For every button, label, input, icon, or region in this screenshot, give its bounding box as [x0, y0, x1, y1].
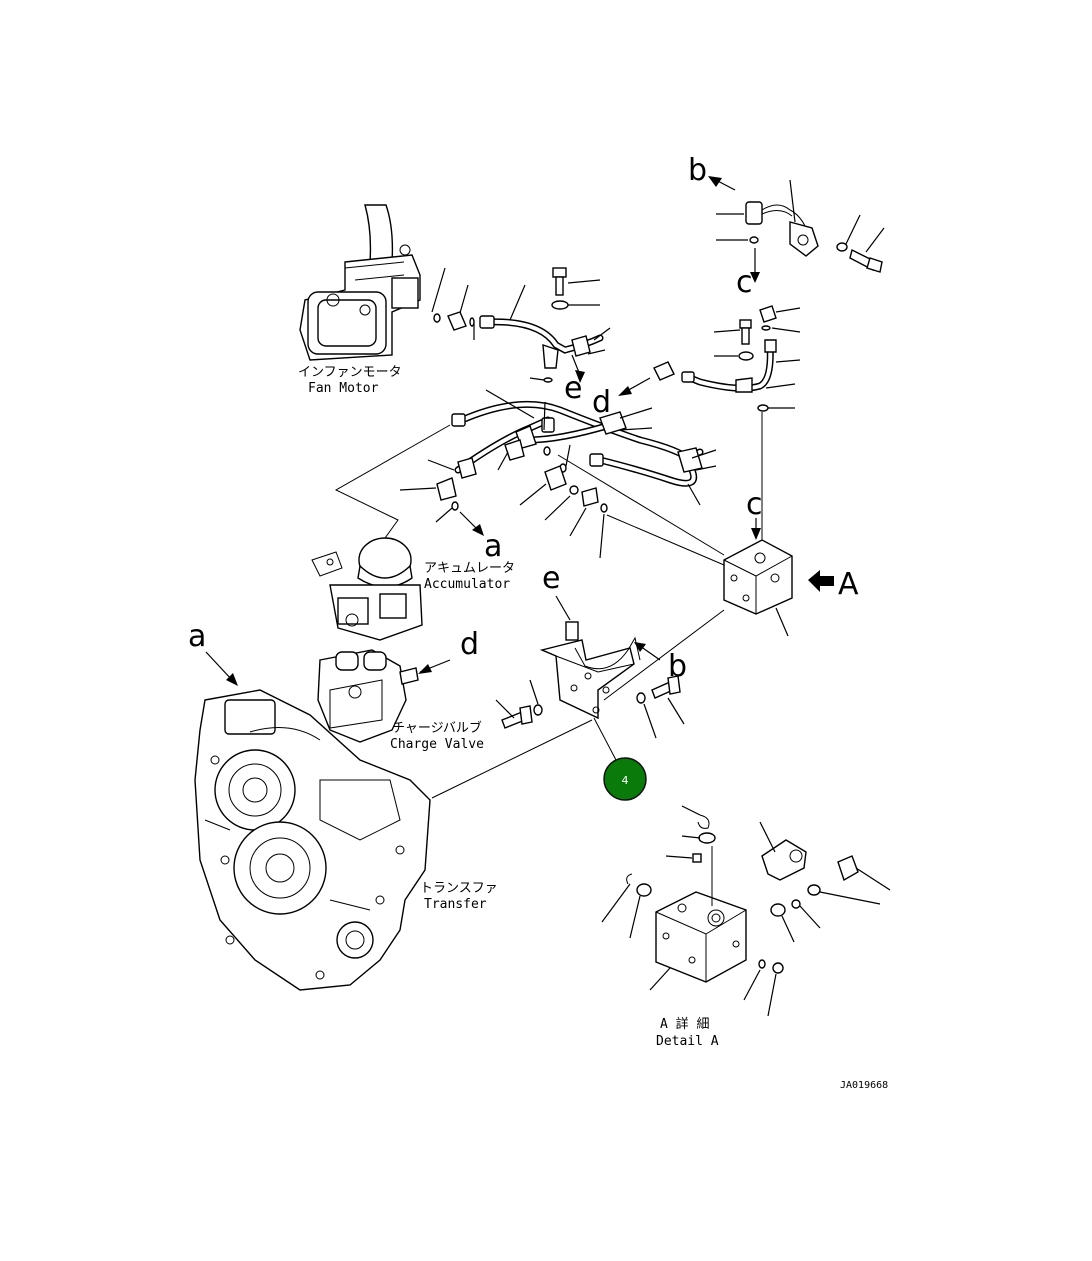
callout-c-mid: c [746, 487, 763, 522]
bracket-bolts [501, 675, 681, 729]
arrow-A-icon [808, 570, 834, 592]
drawing-code: JA019668 [840, 1080, 888, 1091]
bolt-upper [551, 267, 569, 310]
charge-valve-label-jp: チャージバルブ [392, 720, 482, 736]
detail-a-drawing [626, 814, 859, 983]
transfer-case-drawing [194, 689, 431, 991]
right-fittings [738, 305, 777, 361]
marker-number: 4 [622, 774, 629, 787]
callout-a-upper: a [484, 529, 502, 564]
callout-d-lower: d [460, 627, 479, 662]
pressure-sensor [745, 201, 819, 257]
valve-block [723, 539, 793, 615]
accumulator-drawing [311, 537, 423, 641]
charge-valve-label-en: Charge Valve [390, 737, 484, 752]
callout-d-upper: d [592, 385, 611, 420]
transfer-label-jp: トランスファ [420, 881, 498, 896]
accumulator-label-en: Accumulator [424, 577, 510, 592]
callout-e-upper: e [564, 371, 582, 406]
callout-e-lower: e [542, 561, 560, 596]
transfer-label-en: Transfer [424, 897, 487, 912]
bracket [539, 621, 641, 720]
accumulator-label-jp: アキュムレータ [424, 561, 515, 576]
callout-b-top: b [688, 153, 707, 188]
callout-A: A [838, 567, 859, 602]
fan-motor-drawing [299, 204, 421, 361]
detail-a-label-en: Detail A [656, 1034, 719, 1049]
bolt-sensor [849, 248, 883, 273]
callout-marker-4[interactable]: 4 [603, 757, 647, 801]
callout-c-top: c [736, 265, 753, 300]
fan-motor-label-jp: インファンモータ [298, 365, 402, 380]
left-fittings [436, 439, 608, 513]
callout-b-lower: b [668, 649, 687, 684]
charge-valve-drawing [317, 649, 419, 743]
fan-motor-label-en: Fan Motor [308, 381, 379, 396]
callout-a-left: a [188, 619, 206, 654]
detail-a-label-jp: A 詳 細 [660, 1016, 709, 1032]
